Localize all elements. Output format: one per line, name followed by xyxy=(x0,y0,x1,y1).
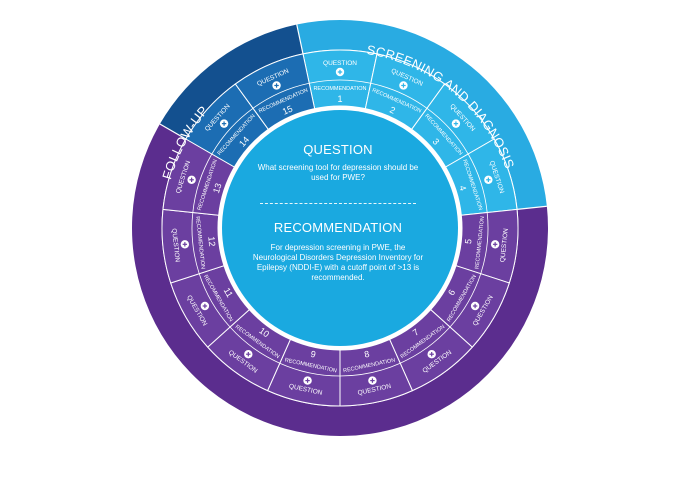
plus-circle-icon[interactable] xyxy=(200,301,210,311)
plus-circle-icon[interactable] xyxy=(180,240,190,249)
segment-divider xyxy=(279,362,341,377)
segment-divider xyxy=(480,212,489,274)
question-title: QUESTION xyxy=(303,142,373,157)
segment-recommendation-label: RECOMMENDATION xyxy=(194,216,206,269)
segment-divider xyxy=(426,107,469,155)
plus-circle-icon[interactable] xyxy=(303,376,312,385)
segment-question-label: QUESTION xyxy=(499,228,510,263)
segment-question-label: QUESTION xyxy=(170,228,181,263)
segment-number: 5 xyxy=(463,238,473,244)
segment-number: 6 xyxy=(446,288,457,297)
recommendation-text: For depression screening in PWE, the Neu… xyxy=(252,243,424,282)
segment-number: 15 xyxy=(281,104,294,117)
plus-circle-icon[interactable] xyxy=(490,240,500,249)
plus-circle-icon[interactable] xyxy=(399,81,408,90)
segment-number: 14 xyxy=(237,135,251,149)
segment-divider xyxy=(339,362,401,377)
plus-circle-icon[interactable] xyxy=(187,175,196,184)
segment-recommendation-label: RECOMMENDATION xyxy=(474,216,486,269)
segment-divider xyxy=(198,273,231,328)
segment-number: 13 xyxy=(211,182,224,195)
segment-divider xyxy=(229,326,280,364)
ring-layer xyxy=(132,19,548,436)
segment-number: 7 xyxy=(411,327,421,338)
segment-divider xyxy=(192,153,213,213)
outer-band-followup xyxy=(159,24,303,139)
plus-circle-icon[interactable] xyxy=(272,81,281,90)
segment-divider xyxy=(370,82,428,109)
dashed-divider xyxy=(260,203,416,204)
plus-circle-icon[interactable] xyxy=(219,119,229,128)
segment-number: 2 xyxy=(388,105,397,116)
plus-circle-icon[interactable] xyxy=(335,67,345,77)
segment-divider xyxy=(211,107,254,155)
segment-divider xyxy=(191,212,200,274)
center-disc xyxy=(222,110,458,346)
segment-number: 4 xyxy=(457,184,468,192)
plus-circle-icon[interactable] xyxy=(484,175,493,184)
outer-band-screening xyxy=(296,19,547,210)
segment-question-label: QUESTION xyxy=(323,60,357,67)
segment-divider xyxy=(252,82,310,109)
segment-number: 1 xyxy=(337,94,342,104)
section-separator xyxy=(516,205,547,210)
outer-band-management xyxy=(132,124,548,436)
segment-wedge xyxy=(234,53,316,130)
segment-number: 11 xyxy=(222,286,235,299)
segment-layer: QUESTIONRECOMMENDATION1QUESTIONRECOMMEND… xyxy=(161,49,519,407)
segment-number: 12 xyxy=(206,236,217,247)
segment-divider xyxy=(309,79,371,84)
segment-number: 10 xyxy=(257,325,271,339)
center-panel: QUESTION What screening tool for depress… xyxy=(232,136,444,306)
plus-circle-icon[interactable] xyxy=(427,350,436,359)
segment-divider xyxy=(400,326,451,364)
plus-circle-icon[interactable] xyxy=(451,119,461,128)
segment-divider xyxy=(467,153,488,213)
segment-divider xyxy=(449,273,482,328)
section-separator xyxy=(159,123,187,140)
segment-number: 3 xyxy=(430,136,441,146)
section-separator xyxy=(296,24,304,55)
segment-number: 9 xyxy=(310,349,317,360)
recommendation-title: RECOMMENDATION xyxy=(273,220,403,235)
question-text: What screening tool for depression shoul… xyxy=(257,163,419,182)
segment-recommendation-label: RECOMMENDATION xyxy=(313,86,366,92)
plus-circle-icon[interactable] xyxy=(368,376,377,385)
segment-1[interactable]: QUESTION RECOMMENDATION 1 xyxy=(302,49,378,110)
plus-circle-icon[interactable] xyxy=(244,350,253,359)
segment-number: 8 xyxy=(363,349,370,360)
plus-circle-icon[interactable] xyxy=(470,301,480,311)
